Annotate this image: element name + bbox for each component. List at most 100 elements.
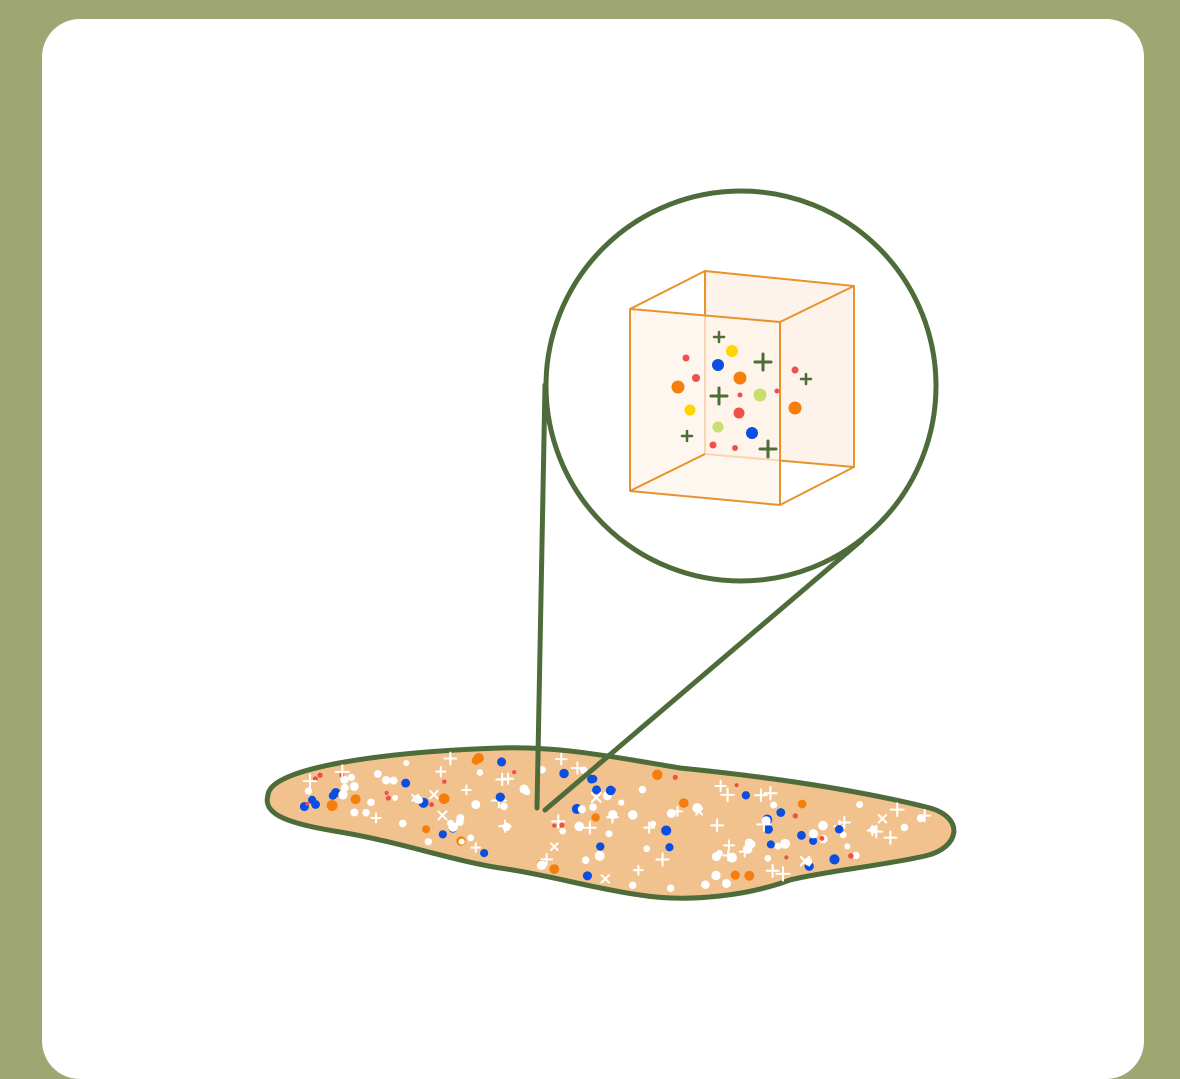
particle-dot — [338, 790, 347, 799]
particle-dot — [374, 770, 382, 778]
particle-dot — [732, 445, 738, 451]
particle-dot — [848, 853, 854, 859]
particle-dot — [643, 845, 650, 852]
particle-dot — [784, 855, 788, 859]
particle-dot — [350, 782, 359, 791]
particle-dot — [311, 800, 320, 809]
particle-dot — [578, 805, 586, 813]
particle-dot — [809, 829, 818, 838]
particle-dot — [639, 786, 646, 793]
particle-dot — [856, 801, 863, 808]
particle-dot — [439, 793, 450, 804]
particle-dot — [793, 813, 798, 818]
particle-dot — [459, 839, 465, 845]
particle-dot — [710, 442, 717, 449]
particle-dot — [605, 830, 612, 837]
particle-dot — [672, 381, 685, 394]
particle-dot — [754, 389, 767, 402]
particle-dot — [559, 823, 564, 828]
particle-dot — [552, 824, 556, 828]
particle-dot — [726, 345, 738, 357]
particle-dot — [797, 831, 806, 840]
particle-dot — [775, 389, 780, 394]
particle-dot — [765, 855, 772, 862]
particle-dot — [467, 834, 474, 841]
particle-dot — [744, 871, 754, 881]
particle-dot — [348, 774, 355, 781]
particle-dot — [713, 422, 724, 433]
magnification-diagram — [0, 0, 1180, 1055]
particle-dot — [399, 820, 407, 828]
particle-dot — [844, 843, 850, 849]
particle-dot — [471, 800, 480, 809]
particle-dot — [362, 809, 370, 817]
particle-dot — [789, 402, 802, 415]
particle-dot — [819, 836, 824, 841]
particle-dot — [722, 879, 731, 888]
particle-dot — [701, 881, 710, 890]
particle-dot — [829, 854, 839, 864]
particle-dot — [731, 871, 740, 880]
particle-dot — [742, 791, 750, 799]
particle-dot — [472, 756, 480, 764]
particle-dot — [351, 794, 361, 804]
particle-dot — [401, 779, 410, 788]
particle-dot — [524, 789, 531, 796]
particle-dot — [559, 828, 566, 835]
particle-dot — [422, 825, 430, 833]
particle-dot — [692, 374, 700, 382]
particle-dot — [780, 839, 790, 849]
particle-dot — [673, 775, 678, 780]
particle-dot — [679, 798, 689, 808]
particle-dot — [901, 824, 909, 832]
particle-dot — [712, 852, 721, 861]
particle-dot — [734, 372, 747, 385]
particle-dot — [804, 858, 812, 866]
particle-dot — [818, 821, 828, 831]
particle-dot — [390, 777, 398, 785]
particle-dot — [661, 825, 671, 835]
particle-dot — [738, 393, 743, 398]
particle-dot — [745, 838, 754, 847]
particle-dot — [549, 864, 559, 874]
particle-dot — [500, 802, 508, 810]
particle-dot — [595, 851, 605, 861]
particle-dot — [734, 408, 745, 419]
particle-dot — [591, 813, 599, 821]
particle-dot — [447, 820, 454, 827]
particle-dot — [650, 821, 656, 827]
callout-line-left — [537, 385, 545, 808]
particle-dot — [735, 783, 739, 787]
particle-dot — [835, 825, 843, 833]
particle-dot — [574, 822, 584, 832]
particle-dot — [606, 786, 616, 796]
particle-dot — [497, 757, 506, 766]
particle-dot — [596, 842, 604, 850]
particle-dot — [305, 787, 312, 794]
particle-dot — [652, 769, 662, 779]
particle-dot — [798, 800, 807, 809]
particle-dot — [683, 355, 690, 362]
particle-dot — [767, 840, 775, 848]
particle-dot — [416, 797, 423, 804]
particle-dot — [480, 849, 488, 857]
particle-dot — [496, 792, 505, 801]
cube-face-front — [630, 309, 780, 505]
particle-dot — [439, 830, 447, 838]
particle-dot — [667, 885, 674, 892]
particle-dot — [442, 779, 446, 783]
particle-dot — [583, 871, 592, 880]
particle-dot — [667, 809, 676, 818]
particle-dot — [618, 800, 624, 806]
particle-dot — [589, 803, 597, 811]
particle-dot — [327, 800, 338, 811]
particle-dot — [425, 838, 432, 845]
particle-dot — [589, 775, 597, 783]
particle-dot — [582, 856, 590, 864]
particle-dot — [382, 776, 390, 784]
particle-dot — [456, 814, 464, 822]
particle-dot — [477, 769, 483, 775]
particle-dot — [386, 796, 391, 801]
particle-dot — [792, 367, 799, 374]
particle-dot — [665, 843, 673, 851]
